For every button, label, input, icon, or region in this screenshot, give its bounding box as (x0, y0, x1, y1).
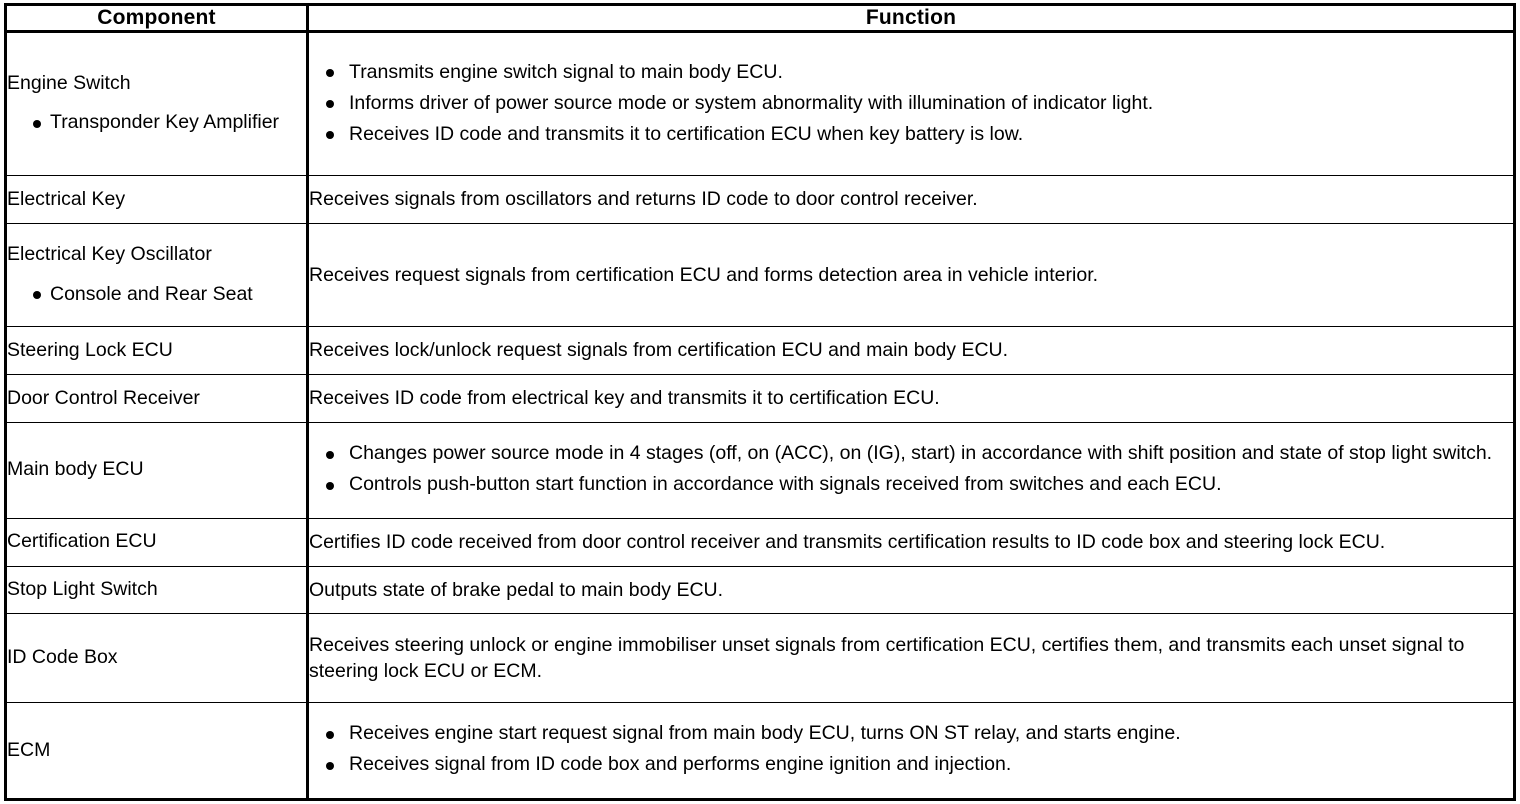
function-cell: Receives engine start request signal fro… (306, 701, 1515, 800)
component-label: ECM (7, 738, 51, 761)
function-text: Transmits engine switch signal to main b… (349, 60, 783, 83)
component-cell: Door Control Receiver (5, 374, 308, 423)
function-text: Receives engine start request signal fro… (349, 722, 1181, 745)
function-cell: Transmits engine switch signal to main b… (306, 30, 1515, 177)
component-label: Steering Lock ECU (7, 338, 173, 361)
function-bullet-item: Receives ID code and transmits it to cer… (309, 120, 1513, 151)
table-row: Certification ECU Certifies ID code recei… (5, 517, 1515, 567)
component-label: Main body ECU (7, 458, 144, 481)
bullet-icon (326, 731, 334, 740)
bullet-icon (326, 100, 334, 109)
bullet-icon (33, 120, 41, 129)
function-cell: Receives signals from oscillators and re… (306, 175, 1515, 225)
component-cell: Main body ECU (5, 421, 308, 519)
function-text: Receives ID code from electrical key and… (309, 387, 940, 410)
table-row: ECM Receives engine start request signal … (5, 701, 1515, 800)
table-header-row: Component Function (5, 4, 1515, 33)
component-label: Electrical Key Oscillator (7, 242, 212, 265)
function-bullet-item: Informs driver of power source mode or s… (309, 89, 1513, 120)
function-text: Receives lock/unlock request signals fro… (309, 339, 1009, 362)
component-label: ID Code Box (7, 646, 118, 669)
component-label: Electrical Key (7, 187, 126, 210)
function-cell: Receives request signals from certificat… (306, 223, 1515, 328)
function-bullet-item: Receives engine start request signal fro… (309, 719, 1513, 750)
function-bullet-item: Controls push-button start function in a… (309, 470, 1513, 501)
function-cell: Changes power source mode in 4 stages (o… (306, 421, 1515, 519)
function-text: Controls push-button start function in a… (349, 473, 1222, 496)
table-row: Door Control Receiver Receives ID code fr… (5, 374, 1515, 423)
table-row: Stop Light Switch Outputs state of brake … (5, 565, 1515, 615)
function-text: Changes power source mode in 4 stages (o… (349, 442, 1493, 465)
function-text: Receives request signals from certificat… (309, 263, 1099, 286)
function-text: Informs driver of power source mode or s… (349, 91, 1154, 114)
header-function: Function (306, 4, 1515, 33)
function-bullet-item: Receives signal from ID code box and per… (309, 750, 1513, 781)
function-bullet-list: Changes power source mode in 4 stages (o… (309, 439, 1513, 501)
table-row: Steering Lock ECU Receives lock/unlock re… (5, 326, 1515, 376)
function-text: Receives signal from ID code box and per… (349, 753, 1012, 776)
function-bullet-item: Changes power source mode in 4 stages (o… (309, 439, 1513, 470)
component-label: Engine Switch (7, 71, 131, 94)
component-cell: ID Code Box (5, 613, 308, 703)
component-sub-label: Console and Rear Seat (50, 282, 253, 305)
function-bullet-list: Receives engine start request signal fro… (309, 719, 1513, 781)
component-cell: Certification ECU (5, 517, 308, 567)
function-text: Certifies ID code received from door con… (309, 530, 1386, 553)
table-row: Main body ECU Changes power source mode i… (5, 421, 1515, 519)
bullet-icon (326, 451, 334, 460)
component-sub-item: Transponder Key Amplifier (7, 110, 306, 135)
component-label: Stop Light Switch (7, 578, 158, 601)
table-head: Component Function (5, 4, 1515, 33)
component-sub-label: Transponder Key Amplifier (50, 111, 280, 134)
function-cell: Receives lock/unlock request signals fro… (306, 326, 1515, 376)
function-cell: Certifies ID code received from door con… (306, 517, 1515, 567)
function-cell: Receives steering unlock or engine immob… (306, 613, 1515, 703)
function-text: Receives signals from oscillators and re… (309, 188, 978, 211)
bullet-icon (326, 131, 334, 140)
component-cell: Electrical Key (5, 175, 308, 225)
function-text: Outputs state of brake pedal to main bod… (309, 578, 724, 601)
function-cell: Outputs state of brake pedal to main bod… (306, 565, 1515, 615)
component-sub-list: Console and Rear Seat (7, 282, 306, 307)
bullet-icon (326, 69, 334, 78)
component-cell: Steering Lock ECU (5, 326, 308, 376)
bullet-icon (33, 291, 41, 300)
component-cell: Stop Light Switch (5, 565, 308, 615)
component-sub-item: Console and Rear Seat (7, 282, 306, 307)
header-component: Component (5, 4, 308, 33)
table-row: Electrical Key Receives signals from osci… (5, 175, 1515, 225)
function-bullet-item: Transmits engine switch signal to main b… (309, 58, 1513, 89)
bullet-icon (326, 481, 334, 490)
function-text: Receives steering unlock or engine immob… (309, 633, 1465, 683)
bullet-icon (326, 762, 334, 771)
component-cell: ECM (5, 701, 308, 800)
component-label: Certification ECU (7, 530, 157, 553)
function-bullet-list: Transmits engine switch signal to main b… (309, 58, 1513, 151)
component-label: Door Control Receiver (7, 386, 200, 409)
component-sub-list: Transponder Key Amplifier (7, 110, 306, 135)
table-row: ID Code Box Receives steering unlock or e… (5, 613, 1515, 703)
function-cell: Receives ID code from electrical key and… (306, 374, 1515, 423)
function-text: Receives ID code and transmits it to cer… (349, 122, 1024, 145)
